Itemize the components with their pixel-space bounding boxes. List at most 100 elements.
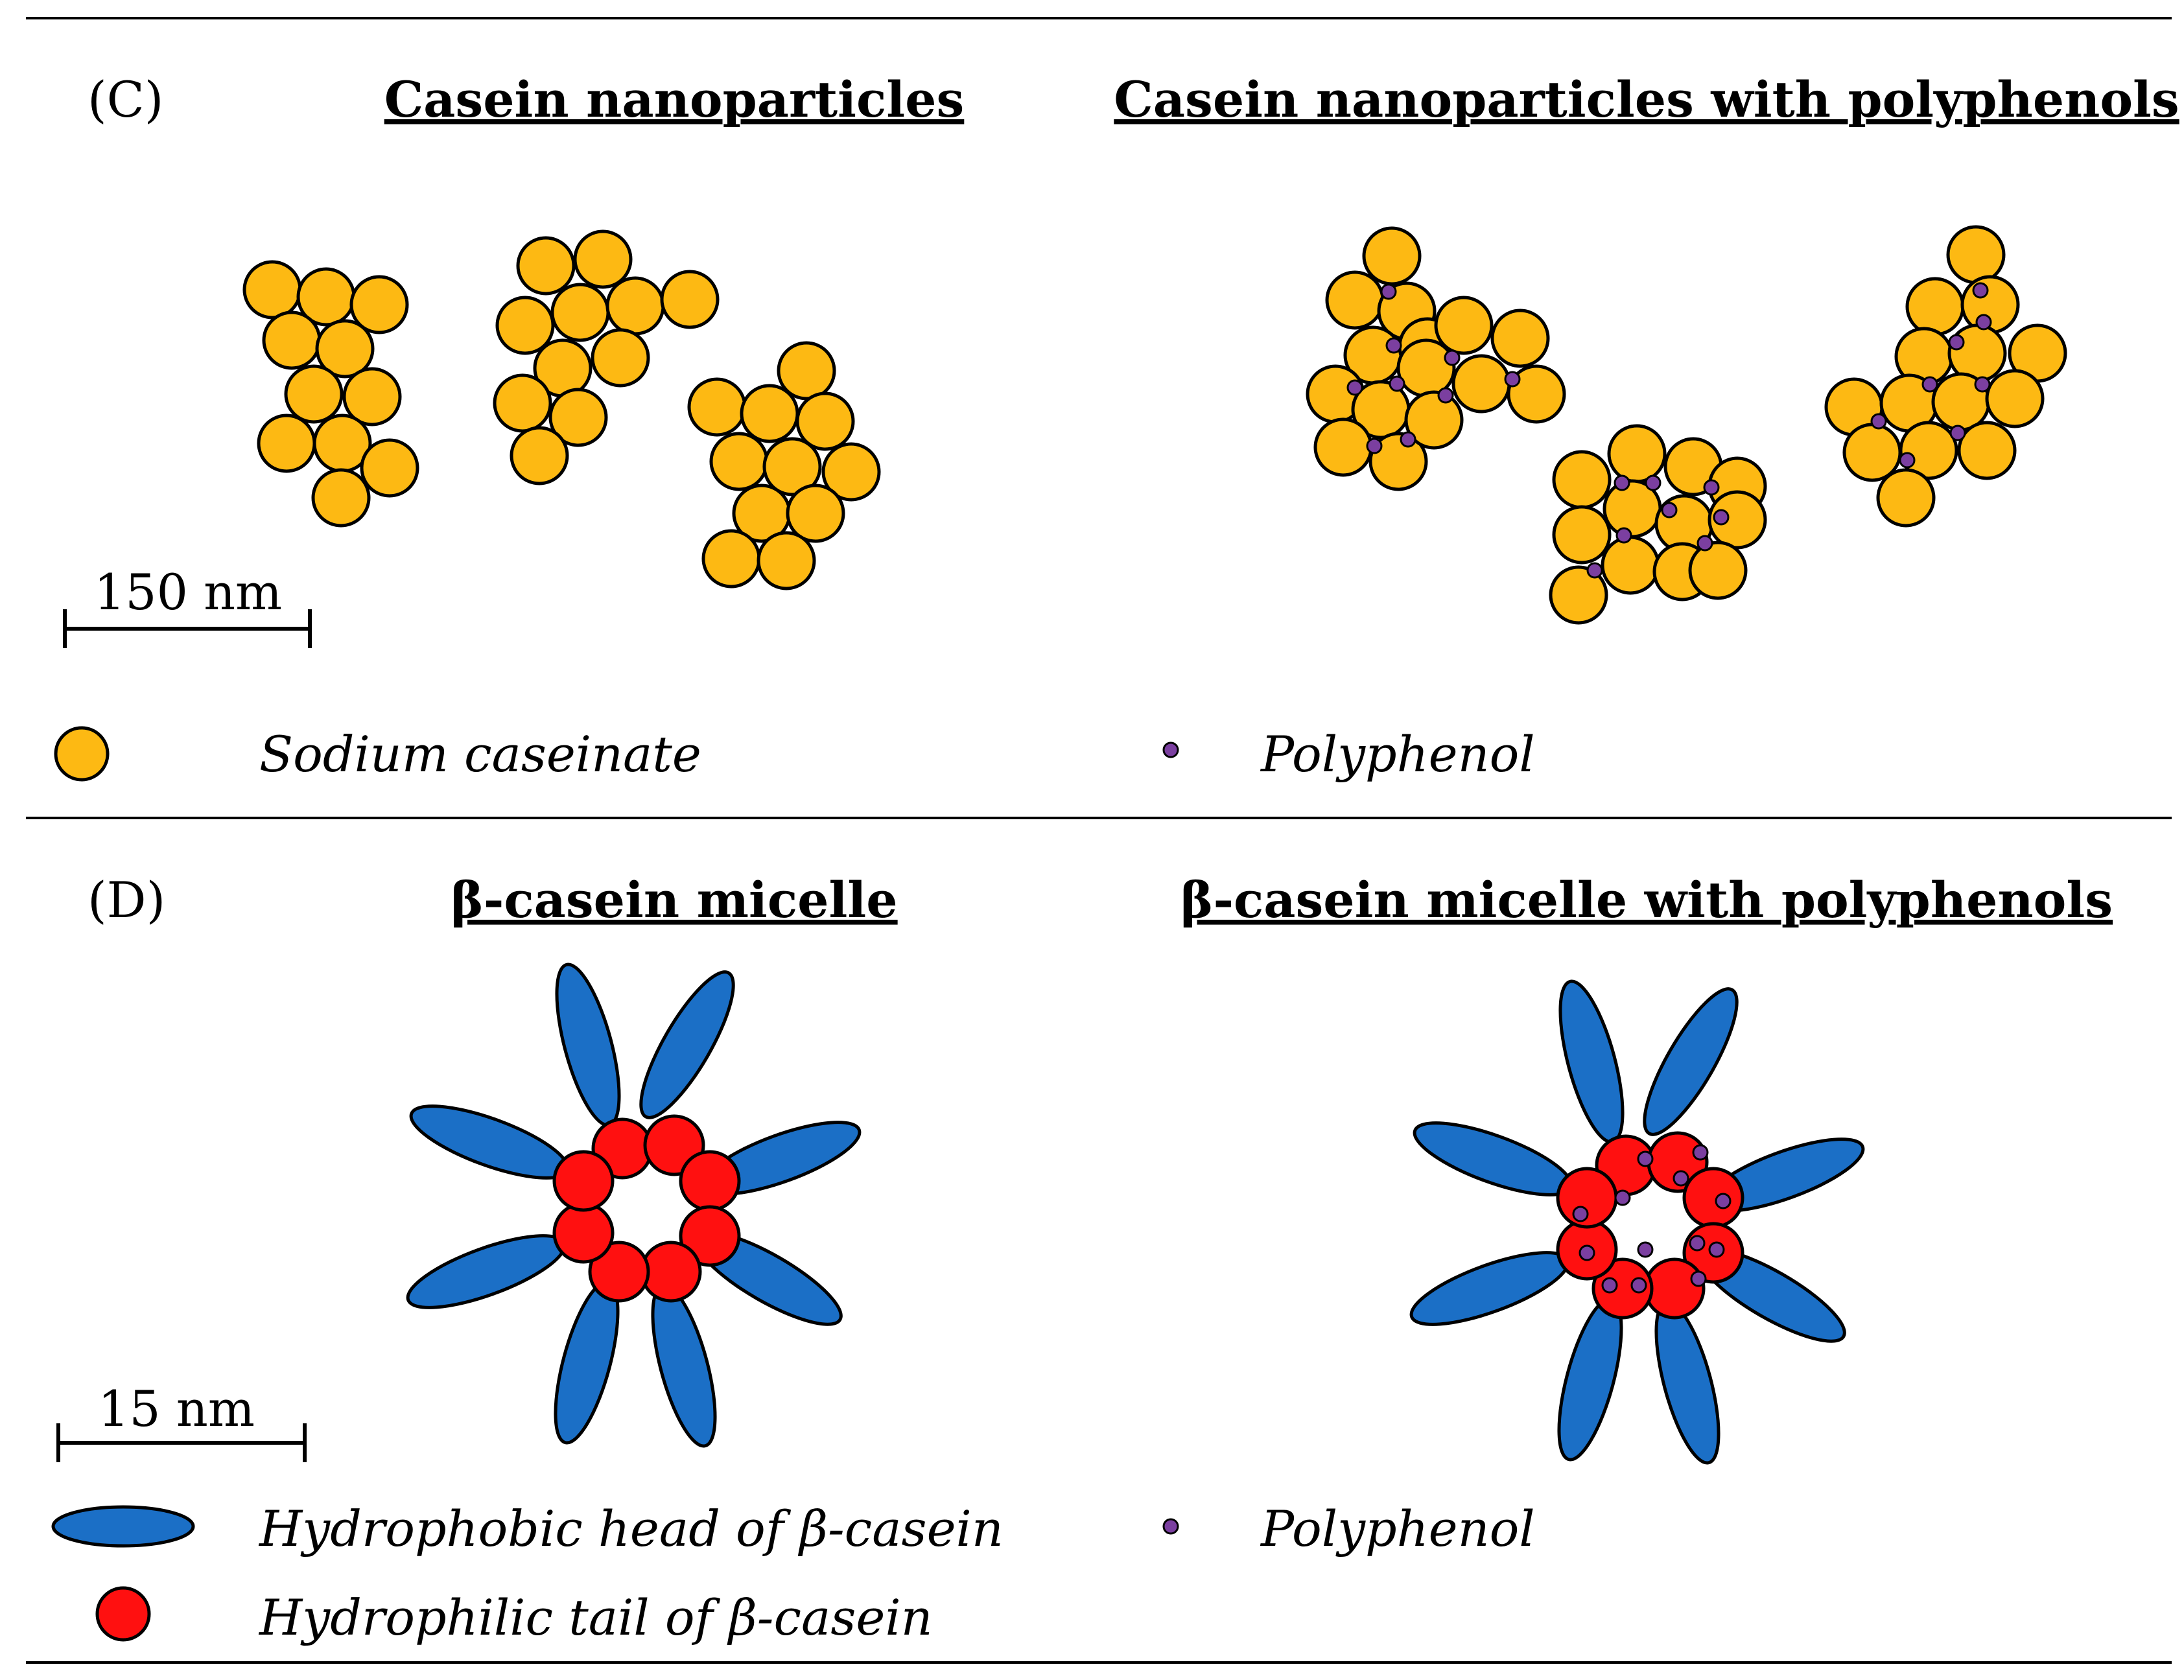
polyphenol-dot (1689, 1235, 1706, 1252)
caseinate-bead (573, 229, 633, 289)
hydrophilic-tail (1591, 1257, 1654, 1320)
caseinate-bead (550, 283, 610, 342)
polyphenol-dot (1630, 1277, 1647, 1294)
hydrophobic-head (409, 1104, 570, 1180)
panel-c-label: (C) (88, 71, 163, 128)
caseinate-bead (1601, 535, 1660, 595)
scale-bar-150nm: 150 nm (63, 563, 312, 648)
caseinate-bead (687, 377, 747, 437)
hydrophilic-tail (552, 1202, 615, 1264)
caseinate-bead (701, 529, 761, 589)
hydrophilic-tail (1643, 1257, 1706, 1320)
caseinate-bead (1368, 432, 1428, 491)
polyphenol-dot (1972, 282, 1989, 299)
polyphenol-dot (1975, 314, 1992, 331)
legend-caseinate-swatch (54, 726, 110, 782)
caseinate-bead (349, 275, 409, 334)
panel-d-title-left: β-casein micelle (451, 871, 897, 929)
hydrophobic-head (1643, 987, 1739, 1136)
caseinate-bead (1362, 226, 1422, 286)
caseinate-bead (516, 236, 576, 296)
hydrophilic-tail (679, 1150, 741, 1212)
caseinate-bead (762, 437, 822, 496)
hydrophobic-head (1558, 979, 1625, 1144)
caseinate-bead (786, 484, 845, 543)
polyphenol-dot (1380, 283, 1397, 300)
legend-polyphenol-swatch (1162, 741, 1179, 758)
caseinate-bead (1552, 450, 1612, 509)
caseinate-bead (548, 388, 608, 447)
polyphenol-dot (1385, 337, 1402, 354)
caseinate-bead (1490, 309, 1550, 368)
panel-d-label: (D) (88, 871, 165, 929)
caseinate-bead (493, 373, 552, 433)
caseinate-bead (1957, 421, 2017, 480)
polyphenol-dot (1615, 527, 1632, 544)
panel-c-title-right: Casein nanoparticles with polyphenols (1114, 71, 2179, 128)
polyphenol-dot (1366, 438, 1383, 454)
hydrophilic-tail (640, 1241, 702, 1303)
polyphenol-dot (1637, 1150, 1654, 1167)
hydrophobic-head (406, 1234, 567, 1309)
caseinate-bead (262, 310, 322, 370)
legend-caseinate-label: Sodium caseinate (259, 725, 701, 783)
polyphenol-dot (1637, 1241, 1654, 1258)
caseinate-bead (740, 384, 799, 443)
polyphenol-dot (1870, 413, 1887, 430)
hydrophilic-tail (552, 1150, 615, 1212)
caseinate-bead (311, 468, 371, 528)
hydrophilic-tail (679, 1205, 741, 1267)
caseinate-bead (757, 531, 816, 590)
hydrophobic-head (555, 962, 621, 1127)
caseinate-bead (1404, 390, 1464, 450)
caseinate-bead (284, 364, 344, 424)
legend-tail-swatch (95, 1586, 151, 1642)
caseinate-bead (1451, 354, 1511, 414)
polyphenol-dot (1708, 1241, 1725, 1258)
caseinate-bead (1905, 277, 1965, 336)
casein-polyphenol-clusters (1306, 225, 2067, 625)
polyphenol-dot (1899, 452, 1916, 469)
legend-head-swatch (51, 1505, 195, 1548)
hydrophilic-tail (588, 1241, 650, 1303)
legend-tail-label: Hydrophilic tail of β-casein (258, 1589, 933, 1646)
caseinate-bead (821, 442, 881, 502)
hydrophobic-head (1413, 1121, 1573, 1196)
polyphenol-dot (1614, 1189, 1631, 1206)
polyphenol-dot (1579, 1244, 1595, 1261)
scale-bar-15nm-label: 15 nm (98, 1380, 255, 1438)
polyphenol-dot (1690, 1270, 1707, 1287)
polyphenol-dot (1949, 425, 1966, 441)
polyphenol-dot (1715, 1193, 1732, 1209)
polyphenol-dot (1921, 376, 1938, 393)
caseinate-bead (342, 367, 402, 426)
legend-polyphenol-d-label: Polyphenol (1260, 1500, 1535, 1558)
caseinate-bead (591, 328, 650, 388)
polyphenol-dot (1614, 474, 1630, 491)
scale-bar-15nm: 15 nm (56, 1380, 307, 1462)
caseinate-bead (1507, 364, 1566, 424)
caseinate-bead (510, 426, 569, 485)
beta-casein-micelle (406, 962, 862, 1448)
polyphenol-dot (1673, 1170, 1689, 1187)
polyphenol-dot (1504, 371, 1521, 388)
caseinate-bead (1985, 369, 2045, 428)
polyphenol-dot (1400, 431, 1416, 448)
polyphenol-dot (1703, 479, 1720, 496)
hydrophobic-head (639, 970, 735, 1119)
panel-d-title-right: β-casein micelle with polyphenols (1180, 871, 2113, 929)
caseinate-bead (1607, 424, 1667, 484)
panel-c-title-left: Casein nanoparticles (384, 71, 965, 128)
legend-polyphenol-d-swatch (1162, 1518, 1179, 1535)
casein-nanoparticles-clusters (242, 229, 881, 590)
polyphenol-dot (1974, 376, 1991, 393)
polyphenol-dot (1697, 535, 1713, 552)
caseinate-bead (1688, 541, 1748, 600)
polyphenol-dot (1948, 334, 1965, 351)
caseinate-bead (605, 276, 665, 336)
polyphenol-dot (1437, 387, 1454, 404)
hydrophilic-tail (1682, 1167, 1744, 1229)
caseinate-bead (1899, 421, 1958, 480)
polyphenol-dot (1389, 375, 1405, 392)
